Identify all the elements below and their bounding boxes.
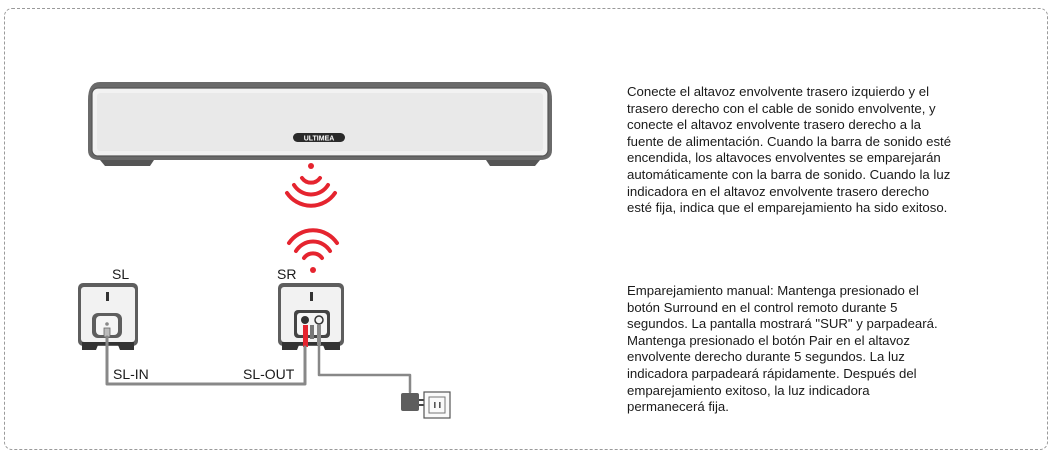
instruction-line: Conecte el altavoz envolvente trasero iz… <box>627 84 930 99</box>
instruction-line: encendida, los altavoces envolventes se … <box>627 150 941 166</box>
instruction-line: trasero derecho con el cable de sonido e… <box>627 100 936 116</box>
instruction-line: Mantenga presionado el botón Pair en el … <box>627 332 910 348</box>
label-sl: SL <box>112 266 130 282</box>
instruction-line: automáticamente con la barra de sonido. … <box>627 166 951 182</box>
instruction-line: permanecerá fija. <box>627 399 729 415</box>
power-cable <box>317 343 412 394</box>
instruction-line: indicadora parpadeará rápidamente. Despu… <box>627 365 917 381</box>
brand-logo-text: ULTIMEA <box>304 136 335 143</box>
wireless-signal-up-icon <box>287 228 339 273</box>
instruction-line: botón Surround en el control remoto dura… <box>627 299 898 315</box>
instructions-paragraph-manual: Emparejamiento manual: Mantenga presiona… <box>627 283 1047 416</box>
speaker-sl <box>78 283 138 350</box>
instruction-line: Emparejamiento manual: Mantenga presiona… <box>627 283 919 298</box>
soundbar: ULTIMEA <box>88 82 552 166</box>
dashed-frame <box>4 8 1048 450</box>
surround-cable <box>105 335 307 386</box>
instruction-line: indicadora en el altavoz envolvente tras… <box>627 183 930 199</box>
brand-logo <box>293 133 345 142</box>
instruction-line: fuente de alimentación. Cuando la barra … <box>627 133 952 149</box>
instruction-line: segundos. La pantalla mostrará "SUR" y p… <box>627 316 938 332</box>
instruction-line: esté fija, indica que el emparejamiento … <box>627 200 948 216</box>
wireless-signal-down-icon <box>285 163 337 208</box>
speaker-sr <box>278 283 344 350</box>
wall-outlet-icon <box>423 391 451 419</box>
label-sr: SR <box>277 266 297 282</box>
instruction-line: emparejamiento exitoso, la luz indicador… <box>627 382 870 398</box>
power-adapter <box>401 393 425 411</box>
instructions-paragraph-auto: Conecte el altavoz envolvente trasero iz… <box>627 84 1047 217</box>
instruction-line: envolvente derecho durante 5 segundos. L… <box>627 349 905 365</box>
instruction-line: conecte el altavoz envolvente trasero de… <box>627 117 921 133</box>
label-sl-out: SL-OUT <box>243 366 295 382</box>
label-sl-in: SL-IN <box>113 366 149 382</box>
